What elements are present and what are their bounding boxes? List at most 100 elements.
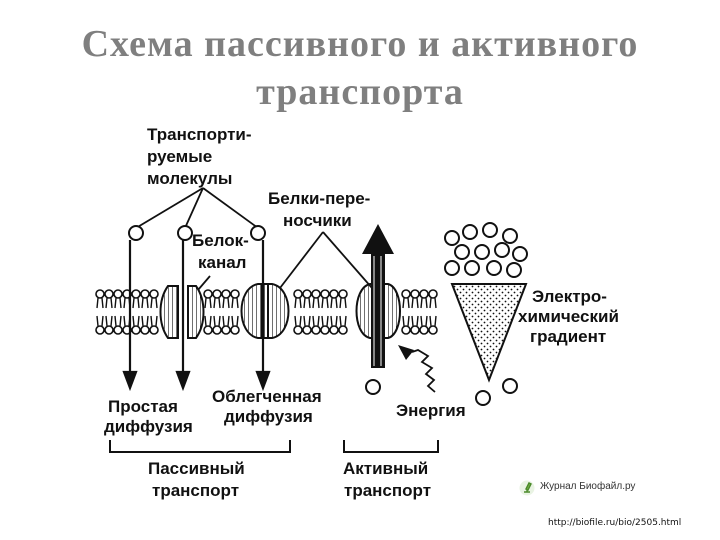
lipid-head <box>320 325 330 335</box>
lipid-tail <box>420 315 428 327</box>
lipid-tail <box>321 297 329 309</box>
lipid-bilayer <box>95 289 438 335</box>
gradient-molecule <box>444 260 460 276</box>
lipid-head <box>311 325 321 335</box>
molecules-top <box>128 225 266 241</box>
lipid-tail <box>312 315 320 327</box>
lipid-head <box>401 325 411 335</box>
gradient-molecule <box>474 244 490 260</box>
lipid-head <box>302 289 312 299</box>
lipid-tail <box>141 315 149 327</box>
energy-arrow <box>398 345 436 393</box>
lipid-head <box>230 289 240 299</box>
lipid-tail <box>222 297 230 309</box>
label-electrochemical-gradient: Электро- химический градиент <box>518 287 624 346</box>
lipid-tail <box>114 297 122 309</box>
lipid-tail <box>339 315 347 327</box>
gradient-molecule <box>462 224 478 240</box>
active-transport-arrow <box>362 224 394 368</box>
lipid-head <box>311 289 321 299</box>
lipid-head <box>95 289 105 299</box>
lipid-head <box>149 289 159 299</box>
lipid-head <box>212 289 222 299</box>
lipid-head <box>410 289 420 299</box>
lipid-head <box>293 289 303 299</box>
lipid-tail <box>330 315 338 327</box>
diffusion-arrows <box>122 240 271 392</box>
pointer-lines <box>135 187 373 291</box>
bracket-active <box>343 440 439 453</box>
gradient-molecule <box>494 242 510 258</box>
lipid-tail <box>132 297 140 309</box>
lipid-head <box>95 325 105 335</box>
lipid-head <box>104 289 114 299</box>
lipid-tail <box>105 297 113 309</box>
gradient-molecule <box>454 244 470 260</box>
label-energy: Энергия <box>396 401 466 420</box>
lipid-head <box>221 289 231 299</box>
bracket-passive <box>109 440 291 453</box>
lipid-head <box>212 325 222 335</box>
carrier-protein-facilitated <box>240 283 290 339</box>
lipid-tail <box>204 315 212 327</box>
lipid-head <box>419 289 429 299</box>
lipid-tail <box>96 297 104 309</box>
lipid-head <box>131 325 141 335</box>
lipid-tail <box>294 297 302 309</box>
lipid-tail <box>114 315 122 327</box>
lipid-head <box>221 325 231 335</box>
lipid-tail <box>321 315 329 327</box>
lipid-tail <box>150 297 158 309</box>
lipid-head <box>113 289 123 299</box>
lipid-head <box>230 325 240 335</box>
lipid-tail <box>213 315 221 327</box>
lipid-head <box>149 325 159 335</box>
microscope-icon <box>519 480 535 496</box>
lipid-head <box>338 289 348 299</box>
lipid-head <box>293 325 303 335</box>
lipid-tail <box>96 315 104 327</box>
lipid-head <box>338 325 348 335</box>
title-line-2: транспорта <box>256 71 464 113</box>
lipid-tail <box>429 315 437 327</box>
lipid-head <box>302 325 312 335</box>
label-channel-protein: Белок- канал <box>192 231 254 272</box>
lipid-head <box>329 289 339 299</box>
gradient-molecule <box>512 246 528 262</box>
lipid-tail <box>231 297 239 309</box>
lipid-tail <box>312 297 320 309</box>
gradient-molecule <box>502 228 518 244</box>
lipid-tail <box>294 315 302 327</box>
gradient-molecule <box>486 260 502 276</box>
lipid-tail <box>402 297 410 309</box>
lipid-tail <box>213 297 221 309</box>
lipid-tail <box>222 315 230 327</box>
label-passive-transport: Пассивный транспорт <box>148 459 249 500</box>
lipid-tail <box>411 297 419 309</box>
lipid-head <box>401 289 411 299</box>
lipid-head <box>140 325 150 335</box>
lipid-tail <box>411 315 419 327</box>
gradient-molecule <box>464 260 480 276</box>
lipid-tail <box>429 297 437 309</box>
lipid-tail <box>204 297 212 309</box>
lipid-tail <box>402 315 410 327</box>
title-line-1: Схема пассивного и активного <box>81 23 639 65</box>
lipid-head <box>428 325 438 335</box>
journal-logo-text: Журнал Биофайл.ру <box>540 481 636 492</box>
electrochemical-gradient-triangle <box>444 222 528 383</box>
label-simple-diffusion: Простая диффузия <box>104 397 193 436</box>
lipid-head <box>320 289 330 299</box>
lipid-tail <box>420 297 428 309</box>
gradient-molecule <box>482 222 498 238</box>
lipid-tail <box>141 297 149 309</box>
lipid-tail <box>339 297 347 309</box>
lipid-tail <box>303 315 311 327</box>
lipid-head <box>203 325 213 335</box>
label-facilitated-diffusion: Облегченная диффузия <box>212 387 326 426</box>
label-carrier-proteins: Белки-пере- носчики <box>268 189 375 230</box>
lipid-head <box>203 289 213 299</box>
lipid-tail <box>132 315 140 327</box>
lipid-tail <box>303 297 311 309</box>
